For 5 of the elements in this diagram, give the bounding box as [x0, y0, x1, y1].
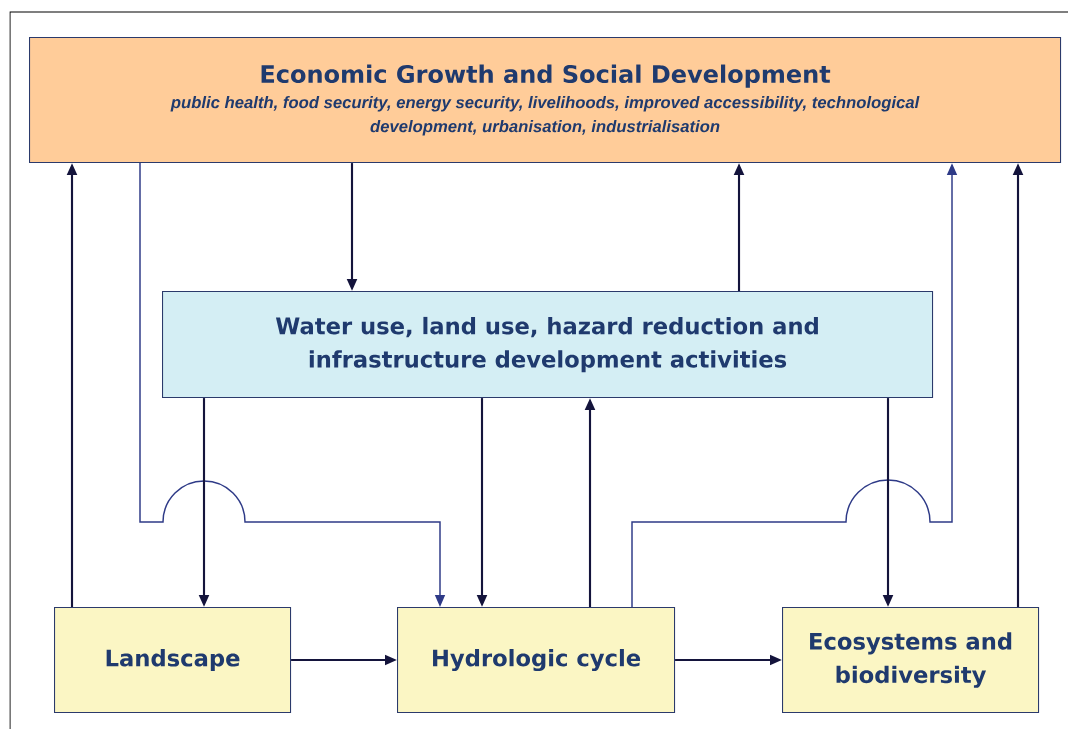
process-box: Landscape [54, 607, 292, 714]
process-box: Ecosystems and biodiversity [782, 607, 1040, 714]
header-box: Economic Growth and Social Development public health, food security, energy security, livelihoods, improved accessibility, technological development, urbanisation, industrialisation [29, 37, 1062, 164]
process-box: Hydrologic cycle [397, 607, 676, 714]
activity-box: Water use, land use, hazard reduction and infrastructure development activities [162, 291, 934, 399]
